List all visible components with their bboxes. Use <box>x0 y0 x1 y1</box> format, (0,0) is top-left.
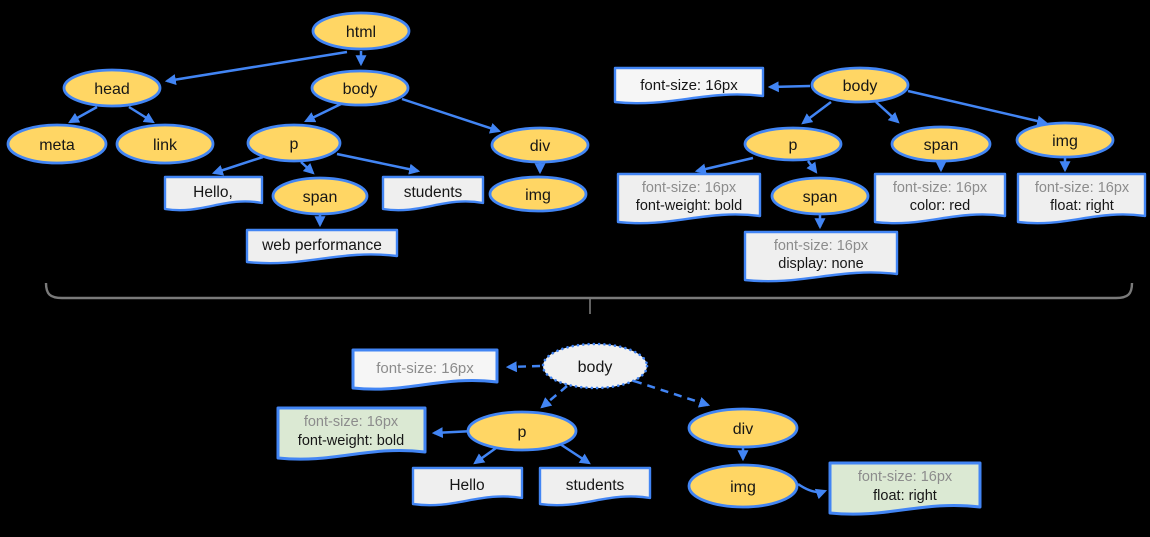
cssom-rule-p-line2: font-weight: bold <box>636 198 742 214</box>
edge-render-p-students <box>559 442 591 465</box>
render-style-img-box <box>828 461 982 516</box>
render-style-p-line1: font-size: 16px <box>304 414 399 430</box>
dom-node-link <box>115 123 215 165</box>
edge-cssom-body-img <box>907 89 1049 127</box>
cssom-rule-span-of-p-line2: display: none <box>778 256 863 272</box>
dom-node-meta <box>6 123 108 165</box>
cssom-node-span-of-p <box>770 176 870 216</box>
dom-node-img <box>488 175 588 213</box>
cssom-node-body-label: body <box>843 78 878 95</box>
render-style-body-line1: font-size: 16px <box>376 360 474 377</box>
cssom-rule-span-of-body-box <box>873 172 1007 225</box>
edge-head-meta <box>68 105 98 124</box>
edge-p-span <box>300 161 315 175</box>
edge-cssom-p-rule <box>694 156 754 175</box>
cssom-rule-span-of-body-line1: font-size: 16px <box>893 180 988 196</box>
render-node-div <box>687 407 799 449</box>
dom-textnode-webperf <box>245 228 399 265</box>
dom-node-meta-label: meta <box>39 137 75 154</box>
dom-node-head-label: head <box>94 81 130 98</box>
dom-node-div <box>490 126 590 164</box>
dom-textnode-students-label: students <box>404 184 463 201</box>
render-node-p-label: p <box>518 424 527 441</box>
dom-node-span <box>271 176 369 216</box>
cssom-rule-span-of-p-line1: font-size: 16px <box>774 238 869 254</box>
cssom-rule-span-of-body-line2: color: red <box>910 198 970 214</box>
render-node-body <box>541 342 649 390</box>
render-style-body-box <box>351 348 499 391</box>
cssom-node-p <box>743 126 843 162</box>
dom-node-head <box>62 68 162 108</box>
cssom-node-span-of-p-label: span <box>803 189 838 206</box>
edge-body-p <box>304 102 342 123</box>
dom-node-html <box>311 11 411 51</box>
cssom-tree: font-size: 16px body p span span img fon… <box>613 66 1147 283</box>
render-style-p-box <box>276 406 427 461</box>
dom-node-link-label: link <box>153 137 178 154</box>
combine-brace <box>44 282 1134 314</box>
dom-textnode-hello <box>163 175 264 212</box>
cssom-node-p-label: p <box>789 137 798 154</box>
edge-cssom-p-span <box>806 160 818 174</box>
render-style-img-line1: font-size: 16px <box>858 469 953 485</box>
render-tree: font-size: 16px body p div img font-size… <box>276 342 982 516</box>
cssom-rule-img-box <box>1016 172 1147 225</box>
edge-head-link <box>128 105 155 124</box>
dom-node-p <box>246 123 342 163</box>
edge-render-body-div <box>633 379 711 408</box>
edge-body-div <box>401 97 502 134</box>
brace-line <box>44 282 1134 300</box>
render-style-p-line2: font-weight: bold <box>298 433 404 449</box>
cssom-node-img <box>1015 121 1115 159</box>
dom-node-p-label: p <box>290 136 299 153</box>
dom-textnode-webperf-label: web performance <box>261 237 382 254</box>
cssom-rule-span-of-p-box <box>743 230 899 283</box>
edge-render-body-p <box>540 385 568 409</box>
cssom-rule-body-box <box>613 66 765 105</box>
render-node-div-label: div <box>733 421 753 438</box>
edge-cssom-body-rule <box>767 81 811 93</box>
edge-p-students <box>336 152 421 175</box>
render-node-p <box>466 410 578 452</box>
dom-textnode-students <box>381 175 485 212</box>
edge-render-img-style <box>797 482 828 500</box>
render-node-body-label: body <box>578 359 613 376</box>
dom-node-span-label: span <box>303 189 338 206</box>
cssom-rule-img-line1: font-size: 16px <box>1035 180 1130 196</box>
dom-node-html-label: html <box>346 24 376 41</box>
dom-node-body <box>310 69 410 107</box>
render-node-img <box>687 463 799 509</box>
edge-cssom-body-span <box>875 101 900 124</box>
cssom-node-body <box>810 66 910 104</box>
cssom-node-img-label: img <box>1052 133 1078 150</box>
edge-html-head <box>164 50 348 86</box>
dom-tree: html head body meta link p span div img … <box>6 11 590 265</box>
edge-p-hello <box>211 155 264 176</box>
cssom-rule-p-box <box>616 172 762 225</box>
dom-node-body-label: body <box>343 81 378 98</box>
dom-node-img-label: img <box>525 187 551 204</box>
cssom-rule-body-line1: font-size: 16px <box>640 77 738 94</box>
edge-render-p-hello <box>473 446 497 465</box>
dom-node-div-label: div <box>530 138 550 155</box>
edge-render-body-style <box>505 361 541 373</box>
cssom-rule-p-line1: font-size: 16px <box>642 180 737 196</box>
edge-cssom-body-p <box>801 101 832 125</box>
render-textnode-hello-label: Hello <box>449 477 484 494</box>
render-node-img-label: img <box>730 479 756 496</box>
render-textnode-students <box>538 466 652 507</box>
render-textnode-hello <box>411 466 524 507</box>
render-style-img-line2: float: right <box>873 488 937 504</box>
dom-textnode-hello-label: Hello, <box>193 184 233 201</box>
cssom-rule-img-line2: float: right <box>1050 198 1114 214</box>
cssom-node-span-of-body <box>890 125 992 163</box>
render-textnode-students-label: students <box>566 477 625 494</box>
cssom-node-span-of-body-label: span <box>924 137 959 154</box>
